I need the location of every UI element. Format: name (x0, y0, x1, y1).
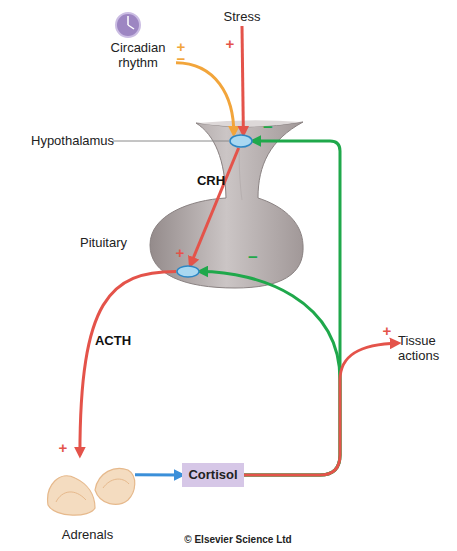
edge-label: CRH (197, 174, 225, 187)
sign-label: + (383, 323, 392, 338)
connector-arrow (135, 473, 182, 476)
clock-icon (116, 13, 140, 37)
node-label: Pituitary (80, 235, 127, 250)
trigger-label: Circadian rhythm (100, 10, 176, 72)
node-label: Cortisol (182, 467, 244, 482)
adrenal-gland (48, 476, 95, 515)
node-label: Tissue actions (398, 333, 454, 363)
connector-arrow (242, 26, 243, 134)
connector-arrow (190, 148, 238, 265)
edge-label: − (263, 119, 273, 136)
sign-label: − (177, 51, 186, 66)
connector-arrow (176, 63, 234, 134)
ellipse-outline (176, 265, 200, 278)
connector-arrow (244, 343, 398, 475)
edge-label: − (248, 249, 258, 266)
node-label: Circadian rhythm (103, 40, 173, 70)
gland-node: Adrenals (40, 455, 135, 545)
sign-label: © Elsevier Science Ltd (184, 535, 291, 545)
node-label: Stress (220, 9, 264, 24)
gland-detail (56, 492, 86, 502)
edge-label: ACTH (95, 334, 131, 347)
receptor-ellipse: Hypothalamus (229, 134, 253, 148)
connector-arrow (200, 272, 340, 476)
sign-label: + (226, 36, 235, 51)
connector-arrow (80, 272, 176, 456)
pituitary-illustration (150, 122, 303, 288)
hormone-box: Cortisol (182, 463, 244, 487)
clock-hand (128, 25, 134, 29)
ellipse-outline (229, 134, 253, 148)
adrenal-gland (95, 468, 135, 504)
funnel-top (198, 120, 301, 127)
node-label: Hypothalamus (31, 133, 114, 148)
receptor-shape (230, 135, 252, 147)
receptor-ellipse: Pituitary (176, 265, 200, 278)
node-label: Adrenals (40, 527, 135, 542)
gland-detail (103, 479, 129, 488)
leader-line (113, 141, 229, 142)
sign-label: + (59, 440, 68, 455)
clock-hand (127, 16, 129, 25)
target-label: Tissue actions (398, 333, 454, 367)
trigger-label: Stress (220, 8, 264, 26)
sign-label: + (176, 245, 185, 260)
receptor-shape (177, 266, 199, 277)
connector-arrow (244, 141, 340, 475)
